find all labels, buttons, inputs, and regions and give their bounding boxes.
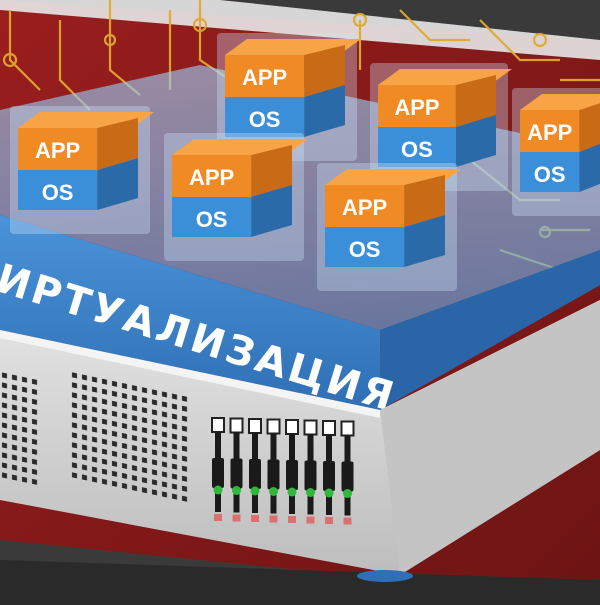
vm-box: APP OS: [317, 163, 461, 291]
drive-bay: [322, 420, 336, 524]
status-led-icon: [343, 489, 352, 498]
drive-bay: [211, 417, 225, 521]
status-led-icon: [324, 488, 334, 498]
os-label: OS: [534, 162, 566, 187]
vm-box: APP OS: [512, 88, 600, 216]
app-label: APP: [189, 165, 234, 190]
os-label: OS: [349, 237, 381, 262]
status-led-icon: [250, 486, 260, 496]
status-led-icon: [287, 487, 297, 497]
drive-bay: [248, 418, 262, 522]
drive-bay: [340, 420, 355, 525]
drive-bay: [285, 419, 299, 523]
drive-bay: [303, 419, 318, 524]
os-label: OS: [401, 137, 433, 162]
vent-grille-center: [70, 369, 190, 506]
status-led-icon: [306, 488, 315, 497]
vm-box: APP OS: [164, 133, 308, 261]
status-led-icon: [213, 485, 223, 495]
vm-boxes: APP OS APP OS APP OS APP OS APP OS APP OS: [10, 33, 600, 291]
app-label: APP: [35, 138, 80, 163]
app-label: APP: [342, 195, 387, 220]
vm-box: APP OS: [10, 106, 154, 234]
drive-bay: [229, 417, 244, 522]
app-label: APP: [242, 65, 287, 90]
drive-bays: [211, 417, 355, 525]
os-label: OS: [42, 180, 74, 205]
app-label: APP: [527, 120, 572, 145]
drive-bay: [266, 418, 281, 523]
app-label: APP: [394, 95, 439, 120]
status-led-icon: [269, 487, 278, 496]
vent-grille-left: [0, 370, 40, 489]
os-label: OS: [196, 207, 228, 232]
status-led-icon: [232, 486, 241, 495]
os-label: OS: [249, 107, 281, 132]
vm-box: APP OS: [217, 33, 361, 161]
vm-box: APP OS: [370, 63, 512, 191]
server-chassis: [0, 300, 600, 582]
